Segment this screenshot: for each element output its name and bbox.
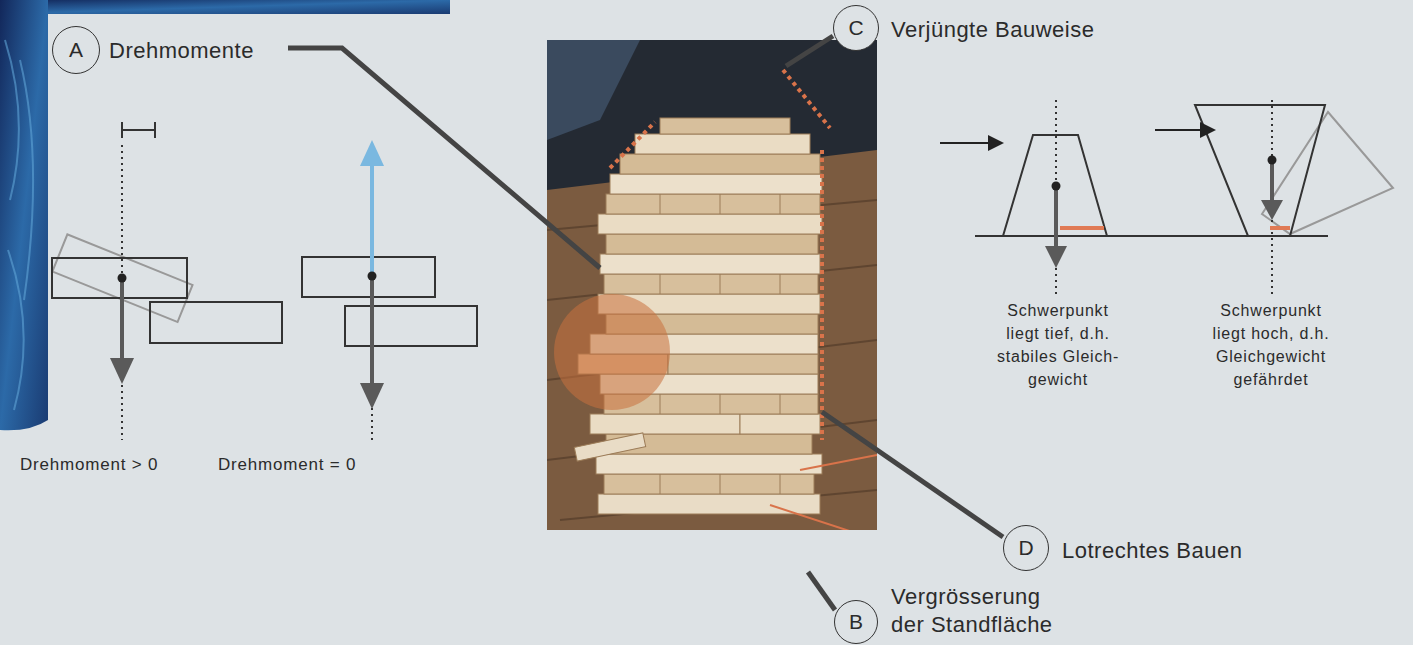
background-strip — [0, 0, 48, 430]
caption-text: Schwerpunkt liegt hoch, d.h. Gleichgewic… — [1203, 299, 1339, 391]
caption-text: Schwerpunkt liegt tief, d.h. stabiles Gl… — [990, 299, 1126, 391]
taper-figure — [940, 100, 1393, 295]
leader-line — [288, 36, 1003, 610]
torque-figure — [52, 122, 477, 440]
background-strip — [0, 0, 450, 14]
callout-heading: Lotrechtes Bauen — [1062, 537, 1242, 565]
callout-letter: B — [849, 610, 863, 634]
caption-text: Drehmoment > 0 — [20, 453, 158, 477]
callout-circle: DLotrechtes Bauen — [1003, 525, 1049, 571]
callout-letter: A — [69, 38, 83, 62]
callout-circle: ADrehmomente — [52, 26, 100, 74]
callout-circle: CVerjüngte Bauweise — [833, 5, 879, 51]
callout-heading: Drehmomente — [109, 37, 254, 65]
callout-heading: Vergrösserung der Standfläche — [891, 583, 1076, 639]
callout-letter: C — [848, 16, 863, 40]
tower-photo — [547, 40, 877, 530]
caption-text: Drehmoment = 0 — [218, 453, 356, 477]
callout-letter: D — [1018, 536, 1033, 560]
callout-heading: Verjüngte Bauweise — [891, 16, 1094, 44]
callout-circle: BVergrösserung der Standfläche — [834, 600, 878, 644]
